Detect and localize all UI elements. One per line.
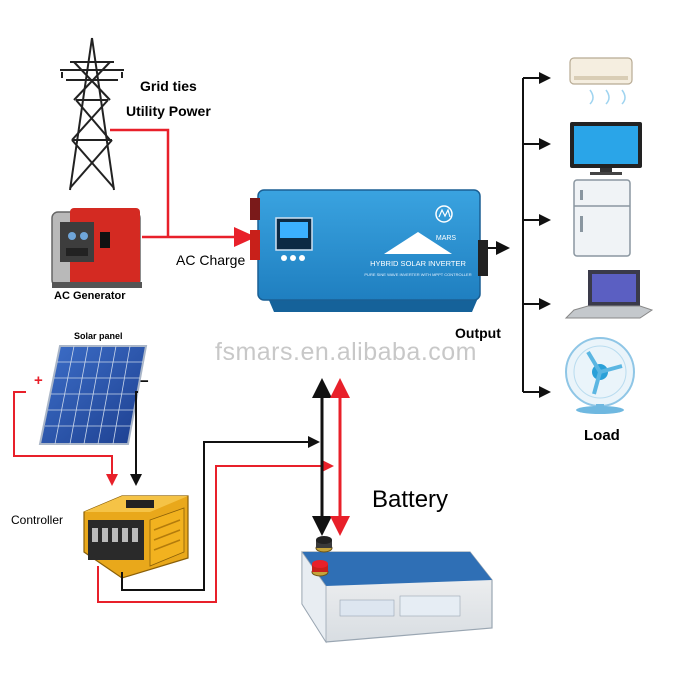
ac-input-line — [110, 128, 236, 239]
air-conditioner-icon — [569, 57, 633, 105]
controller-negative-line — [121, 441, 312, 591]
electric-fan-icon — [565, 337, 635, 414]
television-icon — [570, 122, 642, 175]
output-arrow-icon — [496, 241, 510, 255]
solar-plus-label: + — [34, 372, 43, 389]
watermark-label: fsmars.en.alibaba.com — [215, 338, 478, 366]
solar-minus-label: − — [140, 373, 149, 390]
inverter-brand-label: MARS — [436, 235, 457, 242]
load-arrows — [539, 72, 551, 398]
inverter-title-label: HYBRID SOLAR INVERTER — [370, 259, 466, 268]
ac-charge-label: AC Charge — [176, 252, 246, 268]
transmission-tower-icon — [60, 37, 124, 191]
solar-positive-line — [13, 391, 113, 476]
battery-icon — [301, 536, 493, 644]
output-label: Output — [455, 325, 501, 341]
controller-label: Controller — [11, 513, 64, 527]
solar-negative-line — [135, 391, 138, 476]
ac-generator-icon — [51, 208, 142, 288]
controller-negative-arrow-icon — [308, 436, 320, 448]
battery-negative-up-arrow-icon — [312, 378, 332, 398]
battery-label: Battery — [372, 486, 449, 513]
grid-ties-label: Grid ties — [140, 78, 197, 94]
load-label: Load — [584, 427, 620, 444]
solar-controller-icon — [83, 495, 189, 579]
utility-power-label: Utility Power — [126, 103, 211, 119]
refrigerator-icon — [573, 179, 631, 257]
ac-generator-label: AC Generator — [54, 290, 126, 302]
controller-positive-line — [97, 465, 326, 603]
solar-positive-arrow-icon — [106, 474, 118, 486]
solar-negative-arrow-icon — [130, 474, 142, 486]
laptop-icon — [564, 270, 654, 319]
battery-positive-down-arrow-icon — [330, 516, 350, 536]
battery-negative-down-arrow-icon — [312, 516, 332, 536]
ac-charge-arrow-icon — [234, 227, 256, 247]
load-bus-line — [522, 77, 540, 393]
hybrid-inverter-icon: MARS HYBRID SOLAR INVERTER PURE SINE WAV… — [250, 189, 488, 312]
solar-panel-icon — [38, 345, 148, 445]
battery-positive-up-arrow-icon — [330, 378, 350, 398]
controller-positive-arrow-icon — [322, 460, 334, 472]
inverter-subtitle-label: PURE SINE WAVE INVERTER WITH MPPT CONTRO… — [364, 272, 471, 277]
solar-panel-label: Solar panel — [74, 331, 123, 341]
